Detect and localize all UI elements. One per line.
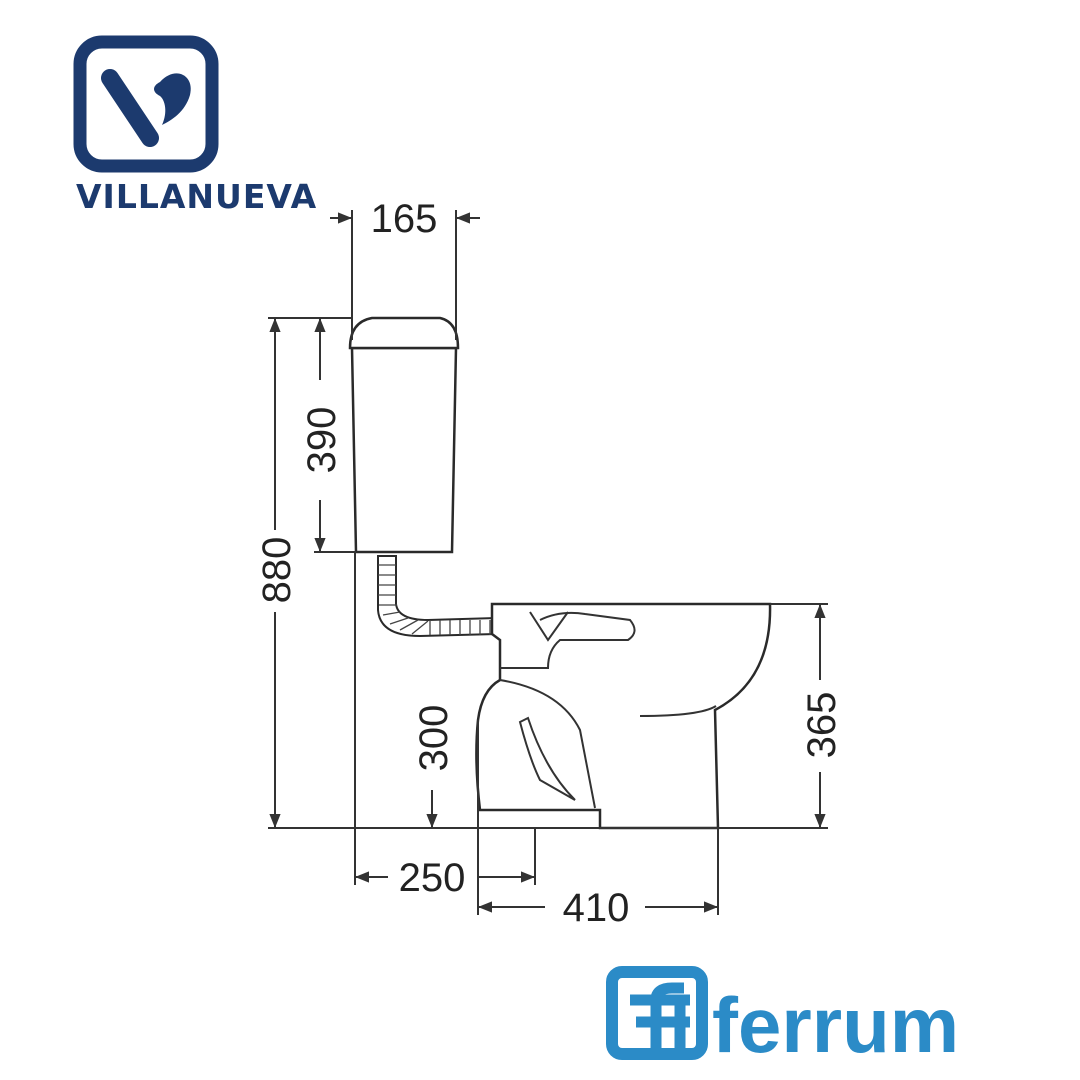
dim-label-bowl-length: 410 [563,886,630,930]
flex-hose [377,555,497,638]
cistern-tank [348,316,460,554]
dim-label-total-height: 880 [255,537,299,604]
dim-label-tank-depth: 165 [371,197,438,241]
ferrum-logo: ferrum [606,966,959,1069]
villanueva-logo: VILLANUEVA [73,35,317,216]
dim-label-outlet-height: 300 [412,705,456,772]
dimension-lines [268,210,828,915]
ferrum-logo-text: ferrum [712,981,959,1069]
dim-label-bowl-height: 365 [800,692,844,759]
dim-label-wall-to-outlet: 250 [399,856,466,900]
dim-label-tank-height: 390 [300,407,344,474]
villanueva-logo-text: VILLANUEVA [76,177,317,216]
toilet-bowl [475,602,772,830]
